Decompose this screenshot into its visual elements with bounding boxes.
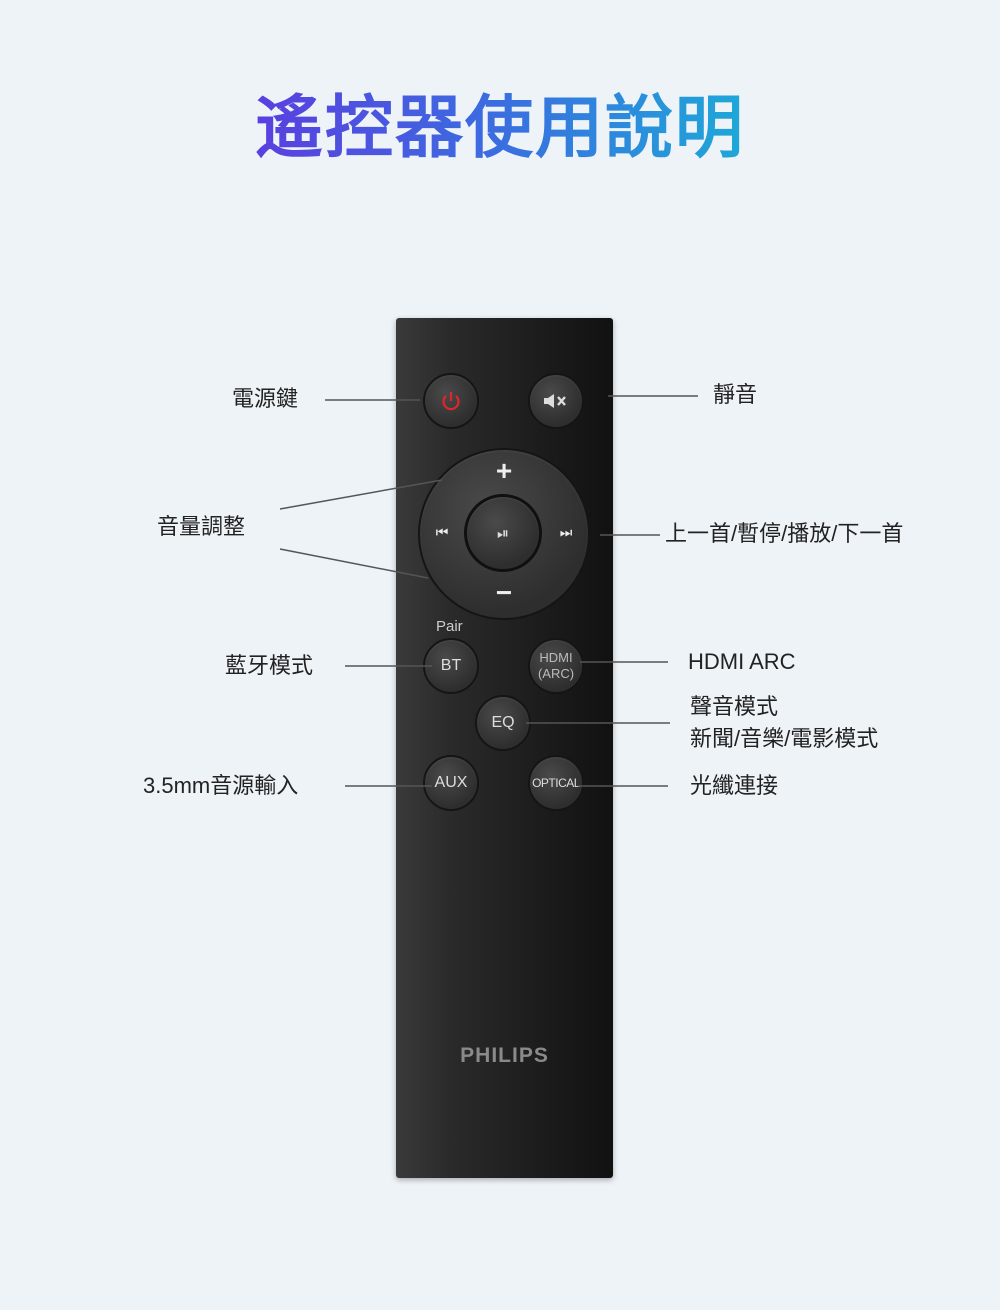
play-pause-button[interactable]: ⏯	[464, 494, 542, 572]
bt-label: BT	[440, 657, 462, 674]
callout-volume-up	[279, 479, 443, 510]
label-optical: 光纖連接	[690, 773, 779, 798]
page-title: 遙控器使用說明	[254, 90, 745, 166]
hdmi-arc-button[interactable]: HDMI(ARC)	[528, 638, 584, 694]
label-bluetooth: 藍牙模式	[225, 653, 314, 678]
pair-label: Pair	[436, 618, 463, 635]
hdmi-label: HDMI	[539, 650, 573, 666]
eq-label: EQ	[491, 714, 515, 731]
arc-label: (ARC)	[537, 666, 575, 681]
volume-up-button[interactable]: +	[495, 455, 513, 486]
label-sound-mode-title: 聲音模式	[690, 694, 779, 719]
next-icon: ⏭	[559, 524, 573, 540]
next-track-button[interactable]: ⏭	[552, 524, 580, 541]
callout-volume-down	[279, 548, 429, 579]
brand-logo: PHILIPS	[460, 1044, 549, 1067]
previous-icon: ⏮	[435, 524, 449, 540]
label-aux: 3.5mm音源輸入	[143, 773, 299, 798]
aux-label: AUX	[434, 774, 468, 791]
aux-button[interactable]: AUX	[423, 755, 479, 811]
volume-down-button[interactable]: −	[495, 577, 513, 608]
label-track: 上一首/暫停/播放/下一首	[665, 521, 904, 546]
power-icon	[442, 392, 460, 411]
power-button[interactable]	[423, 373, 479, 429]
label-mute: 靜音	[713, 382, 758, 407]
optical-label: OPTICAL	[532, 776, 580, 790]
bluetooth-button[interactable]: BT	[423, 638, 479, 694]
label-power: 電源鍵	[232, 386, 299, 411]
mute-button[interactable]	[528, 373, 584, 429]
play-pause-icon: ⏯	[496, 524, 509, 542]
optical-button[interactable]: OPTICAL	[528, 755, 584, 811]
label-sound-mode-detail: 新聞/音樂/電影模式	[690, 726, 879, 751]
previous-track-button[interactable]: ⏮	[428, 524, 456, 541]
label-hdmi: HDMI ARC	[688, 649, 796, 674]
label-volume: 音量調整	[157, 514, 246, 539]
mute-icon	[544, 394, 566, 408]
